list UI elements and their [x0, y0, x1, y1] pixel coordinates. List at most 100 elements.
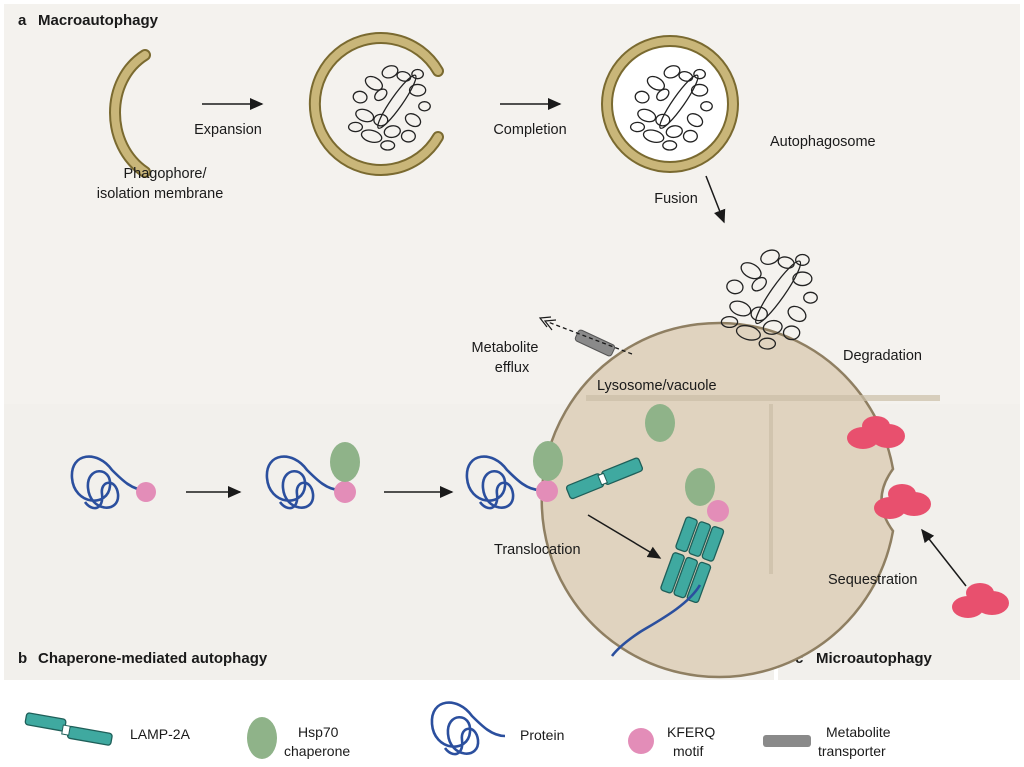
- cargo-vesicle: [758, 337, 777, 350]
- cargo-vesicle: [726, 279, 744, 295]
- legend-protein-label: Protein: [520, 727, 564, 743]
- legend-hsp70: Hsp70 chaperone: [247, 717, 350, 759]
- cargo-cluster: [347, 65, 431, 151]
- cargo-vesicle: [690, 83, 709, 97]
- cargo-vesicle: [762, 319, 783, 335]
- legend-lamp2a-label: LAMP-2A: [130, 726, 191, 742]
- panel-a-title: a Macroautophagy: [18, 12, 159, 29]
- translocating-kferq: [707, 500, 729, 522]
- cargo-vesicle: [755, 260, 802, 325]
- legend-transporter-label-line1: Metabolite: [826, 724, 891, 740]
- panel-b-title: b Chaperone-mediated autophagy: [18, 650, 268, 667]
- legend-kferq-label-line1: KFERQ: [667, 724, 715, 740]
- unfolded-protein-strand: [610, 584, 702, 657]
- substrate-protein: [70, 455, 156, 510]
- cargo-vesicle: [377, 74, 417, 129]
- cargo-vesicle: [693, 68, 706, 80]
- cargo-vesicle: [659, 74, 699, 129]
- metabolite-label-line2: efflux: [495, 360, 530, 376]
- cargo-vesicle: [720, 315, 739, 329]
- legend-transporter-label-line2: transporter: [818, 743, 886, 759]
- panel-b-letter: b: [18, 650, 27, 667]
- cargo-vesicle: [777, 256, 795, 269]
- cargo-vesicle: [729, 300, 752, 317]
- protein-hsp70-complex: [265, 442, 360, 510]
- sequestration-arrow: [921, 528, 967, 587]
- cargo-vesicle: [803, 291, 818, 304]
- cargo-vesicle: [380, 140, 396, 151]
- panel-b-heading: Chaperone-mediated autophagy: [38, 650, 268, 667]
- autophagosome-label: Autophagosome: [770, 134, 876, 150]
- released-hsp70: [645, 404, 675, 442]
- panel-a-letter: a: [18, 12, 27, 29]
- degradation-label: Degradation: [843, 348, 922, 364]
- legend-background: [4, 684, 1020, 764]
- cargo-vesicle: [373, 113, 389, 127]
- translocation-label: Translocation: [494, 542, 581, 558]
- kferq-icon: [628, 728, 654, 754]
- fusion-arrow: [705, 175, 726, 224]
- cargo-vesicle: [404, 113, 422, 128]
- cargo-vesicle: [795, 253, 810, 266]
- cargo-vesicle: [787, 305, 807, 323]
- cargo-vesicle: [347, 121, 364, 133]
- cargo-vesicle: [760, 249, 780, 265]
- fusion-label: Fusion: [654, 191, 698, 207]
- cargo-vesicle: [381, 65, 399, 79]
- panel-a-background: [4, 4, 1020, 404]
- cargo-vesicle: [792, 271, 813, 287]
- cargo-vesicle: [782, 325, 801, 341]
- phagophore-membrane: [111, 51, 149, 176]
- cargo-vesicle: [355, 108, 375, 123]
- cargo-vesicle: [642, 129, 665, 144]
- cargo-vesicle: [364, 75, 384, 91]
- expanding-membrane: [310, 34, 442, 174]
- cargo-vesicle: [629, 121, 646, 133]
- lysosome-vacuole: [540, 321, 895, 679]
- micro-cargo-in-lysosome: [847, 416, 905, 449]
- autophagosome-membrane: [603, 37, 737, 171]
- expansion-label: Expansion: [194, 122, 262, 138]
- legend-kferq: KFERQ motif: [628, 724, 715, 759]
- lysosome-label: Lysosome/vacuole: [597, 378, 717, 394]
- cargo-vesicle: [686, 113, 704, 128]
- cargo-vesicle: [750, 306, 768, 322]
- cargo-vesicle: [400, 129, 416, 143]
- cargo-vesicle: [700, 101, 713, 112]
- cargo-vesicle: [396, 70, 412, 82]
- legend-hsp70-label-line1: Hsp70: [298, 724, 339, 740]
- cargo-vesicle: [374, 88, 388, 102]
- protein-icon: [430, 701, 506, 756]
- legend-kferq-label-line2: motif: [673, 743, 703, 759]
- micro-cargo-free: [952, 583, 1009, 618]
- panel-c-title: c Microautophagy: [795, 650, 932, 667]
- cargo-vesicle: [662, 140, 678, 151]
- legend-transporter: Metabolite transporter: [763, 724, 891, 759]
- cargo-vesicle: [383, 125, 401, 139]
- phagophore-label-line2: isolation membrane: [97, 186, 224, 202]
- panel-a-heading: Macroautophagy: [38, 12, 159, 29]
- efflux-arrow: [547, 321, 633, 355]
- degrading-cargo: [720, 249, 818, 350]
- cargo-vesicle: [663, 65, 681, 79]
- hsp70-icon: [247, 717, 277, 759]
- legend-lamp2a: LAMP-2A: [24, 712, 191, 746]
- cargo-vesicle: [678, 70, 694, 82]
- sequestration-label: Sequestration: [828, 572, 917, 588]
- efflux-arrowheads: [538, 316, 557, 331]
- legend-protein: Protein: [430, 701, 564, 756]
- cargo-vesicle: [352, 90, 368, 104]
- cargo-vesicle: [646, 75, 666, 91]
- phagophore-label-line1: Phagophore/: [123, 166, 207, 182]
- lamp2a-icon: [24, 712, 113, 746]
- cargo-vesicle: [665, 125, 683, 139]
- cargo-vesicle: [408, 83, 427, 97]
- cargo-vesicle: [360, 129, 383, 144]
- docking-complex: [465, 441, 644, 510]
- metabolite-label-line1: Metabolite: [472, 340, 539, 356]
- legend-hsp70-label-line2: chaperone: [284, 743, 350, 759]
- cargo-vesicle: [418, 101, 431, 112]
- cargo-vesicle: [740, 262, 762, 280]
- cargo-vesicle: [655, 113, 671, 127]
